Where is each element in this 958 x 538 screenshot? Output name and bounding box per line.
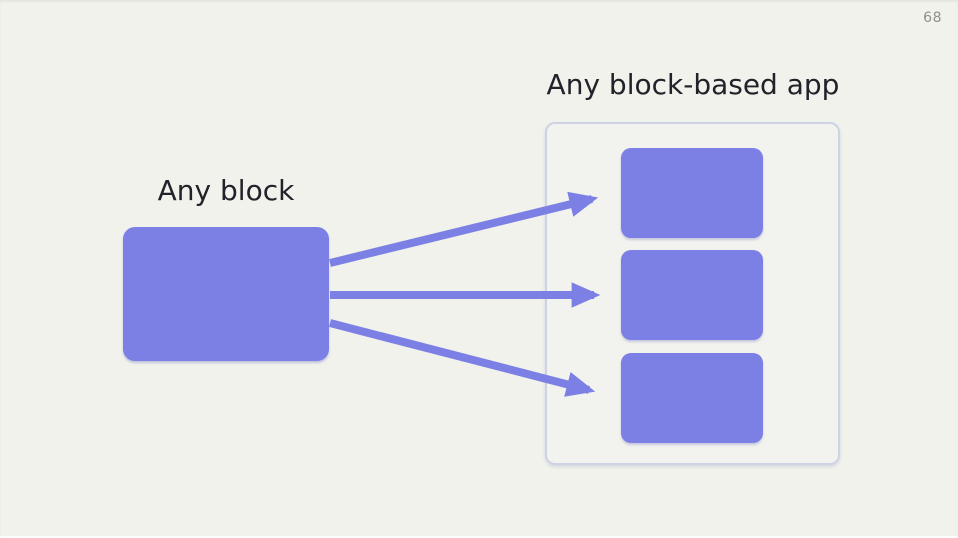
page-number: 68 bbox=[923, 10, 942, 26]
block-based-app-container bbox=[545, 122, 840, 465]
app-block-1 bbox=[621, 148, 763, 238]
app-block-2 bbox=[621, 250, 763, 340]
source-block-label: Any block bbox=[157, 174, 295, 207]
app-block-3 bbox=[621, 353, 763, 443]
any-block bbox=[123, 227, 329, 361]
target-app-label: Any block-based app bbox=[546, 68, 840, 101]
